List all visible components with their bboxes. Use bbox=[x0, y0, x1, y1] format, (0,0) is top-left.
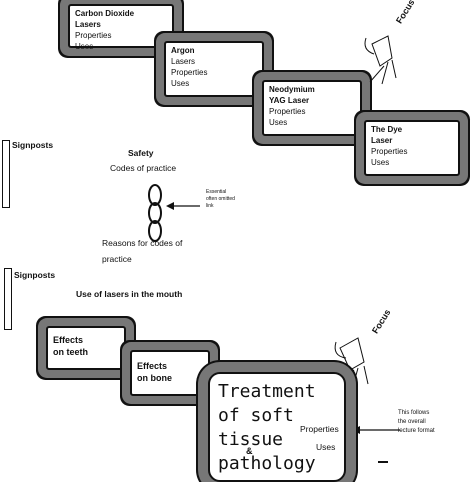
format-note-line: This follows bbox=[398, 410, 430, 416]
card-item: Properties bbox=[371, 147, 408, 156]
treatment-line: pathology bbox=[218, 453, 316, 474]
card-item: Properties bbox=[75, 31, 112, 40]
safety-title: Safety bbox=[128, 148, 154, 158]
card-line: Effects bbox=[53, 335, 84, 345]
card-effects-bone: Effects on bone bbox=[130, 350, 210, 396]
signpost-label: Signposts bbox=[14, 270, 56, 280]
card-item: Lasers bbox=[171, 57, 196, 66]
card-effects-teeth: Effects on teeth bbox=[46, 326, 126, 370]
treatment-item: Properties bbox=[300, 424, 339, 434]
card-line: on teeth bbox=[53, 347, 88, 357]
card-title-line: Argon bbox=[171, 46, 195, 55]
note-line: often omitted bbox=[206, 196, 235, 202]
use-in-mouth-label: Use of lasers in the mouth bbox=[76, 289, 183, 299]
safety-codes: Codes of practice bbox=[110, 163, 177, 173]
card-title-line: YAG Laser bbox=[269, 96, 310, 105]
note-line: link bbox=[206, 203, 214, 209]
card-carbon-dioxide: Carbon Dioxide Lasers Properties Uses bbox=[68, 4, 174, 51]
note-line: Essential bbox=[206, 189, 227, 195]
signpost-label: Signposts bbox=[12, 140, 54, 150]
treatment-line: tissue bbox=[218, 429, 284, 450]
card-line: Effects bbox=[137, 361, 168, 371]
card-item: Uses bbox=[171, 79, 190, 88]
card-title-line: Carbon Dioxide bbox=[75, 9, 135, 18]
card-neodymium-yag: Neodymium YAG Laser Properties Uses bbox=[262, 80, 362, 136]
treatment-line: of soft bbox=[218, 405, 294, 426]
card-title-line: Laser bbox=[371, 136, 393, 145]
format-note-line: the overall bbox=[398, 419, 426, 425]
card-dye-laser: The Dye Laser Properties Uses bbox=[364, 120, 460, 176]
card-treatment bbox=[208, 372, 346, 482]
safety-reasons-1: Reasons for codes of bbox=[102, 238, 183, 248]
treatment-line: Treatment bbox=[218, 381, 316, 402]
card-title-line: Neodymium bbox=[269, 85, 315, 94]
card-item: Uses bbox=[75, 42, 94, 51]
treatment-amp: & bbox=[246, 446, 253, 456]
card-argon: Argon Lasers Properties Uses bbox=[164, 41, 264, 97]
focus-label-bottom: Focus bbox=[370, 307, 393, 336]
card-line: on bone bbox=[137, 373, 172, 383]
card-item: Uses bbox=[371, 158, 390, 167]
format-note-line: lecture format bbox=[398, 428, 435, 434]
card-item: Properties bbox=[171, 68, 208, 77]
signpost-bar bbox=[2, 140, 10, 208]
signpost-bar bbox=[4, 268, 12, 330]
card-title-line: The Dye bbox=[371, 125, 403, 134]
safety-reasons-2: practice bbox=[102, 254, 132, 264]
card-title-line: Lasers bbox=[75, 20, 101, 29]
card-item: Uses bbox=[269, 118, 288, 127]
focus-label-top: Focus bbox=[394, 0, 417, 26]
treatment-item: Uses bbox=[316, 442, 336, 452]
card-item: Properties bbox=[269, 107, 306, 116]
